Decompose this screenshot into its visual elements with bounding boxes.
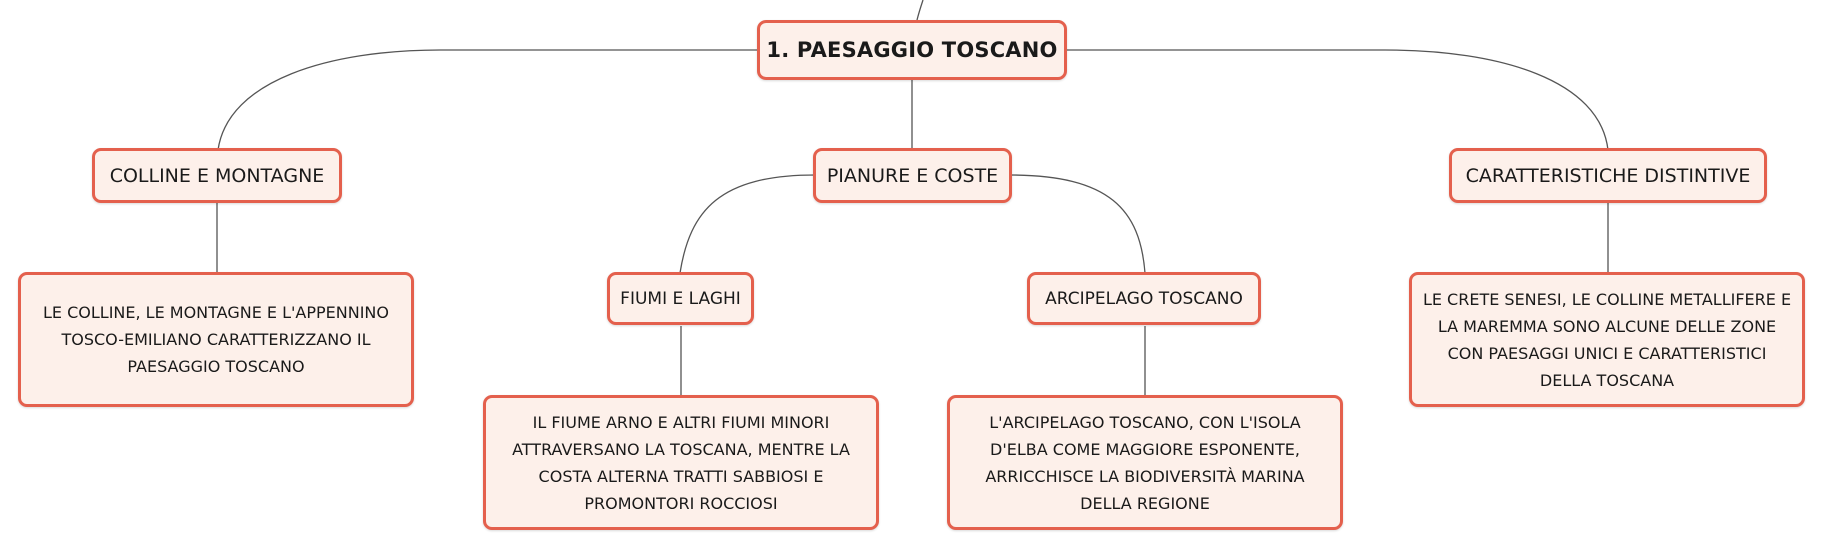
node-colline-e-montagne-label: COLLINE E MONTAGNE xyxy=(109,164,325,187)
node-colline-e-montagne[interactable]: COLLINE E MONTAGNE xyxy=(92,148,342,203)
node-paesaggio-toscano[interactable]: 1. PAESAGGIO TOSCANO xyxy=(757,20,1067,80)
detail-arcipelago-toscano-text: L'ARCIPELAGO TOSCANO, CON L'ISOLA D'ELBA… xyxy=(985,412,1305,513)
detail-colline-e-montagne[interactable]: LE COLLINE, LE MONTAGNE E L'APPENNINO TO… xyxy=(18,272,414,407)
connector-plains-to-rivers xyxy=(679,174,816,274)
connector-root-to-hills xyxy=(217,49,757,151)
node-caratteristiche-distintive[interactable]: CARATTERISTICHE DISTINTIVE xyxy=(1449,148,1767,203)
node-pianure-e-coste[interactable]: PIANURE E COSTE xyxy=(813,148,1012,203)
detail-caratteristiche-distintive-text: LE CRETE SENESI, LE COLLINE METALLIFERE … xyxy=(1422,289,1792,390)
node-fiumi-e-laghi[interactable]: FIUMI E LAGHI xyxy=(607,272,754,325)
connector-plains-to-archipelago xyxy=(1009,174,1146,274)
detail-fiumi-e-laghi-text: IL FIUME ARNO E ALTRI FIUMI MINORI ATTRA… xyxy=(512,412,850,513)
connector-parent-to-root xyxy=(916,0,924,21)
node-fiumi-e-laghi-label: FIUMI E LAGHI xyxy=(620,288,741,309)
node-paesaggio-toscano-label: 1. PAESAGGIO TOSCANO xyxy=(766,38,1058,62)
detail-fiumi-e-laghi[interactable]: IL FIUME ARNO E ALTRI FIUMI MINORI ATTRA… xyxy=(483,395,879,530)
node-pianure-e-coste-label: PIANURE E COSTE xyxy=(826,164,999,187)
connector-root-to-features xyxy=(1067,49,1609,151)
detail-caratteristiche-distintive[interactable]: LE CRETE SENESI, LE COLLINE METALLIFERE … xyxy=(1409,272,1805,407)
node-arcipelago-toscano[interactable]: ARCIPELAGO TOSCANO xyxy=(1027,272,1261,325)
detail-colline-e-montagne-text: LE COLLINE, LE MONTAGNE E L'APPENNINO TO… xyxy=(43,303,389,376)
detail-arcipelago-toscano[interactable]: L'ARCIPELAGO TOSCANO, CON L'ISOLA D'ELBA… xyxy=(947,395,1343,530)
node-arcipelago-toscano-label: ARCIPELAGO TOSCANO xyxy=(1045,288,1243,309)
node-caratteristiche-distintive-label: CARATTERISTICHE DISTINTIVE xyxy=(1465,164,1751,187)
